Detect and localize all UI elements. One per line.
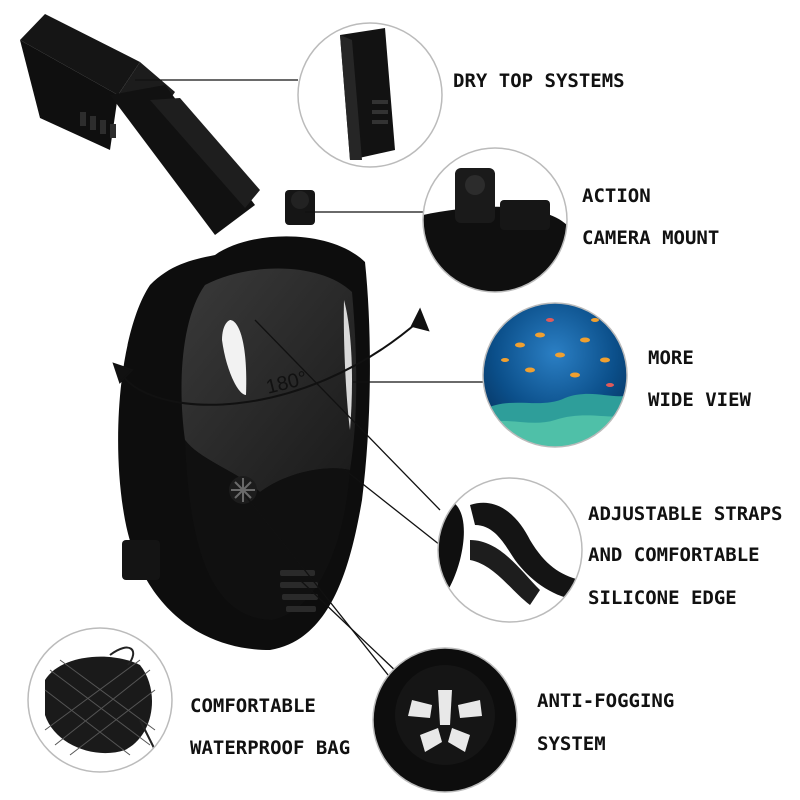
- anti-fog-callout-image: [372, 647, 518, 793]
- dry-top-label: DRY TOP SYSTEMS: [453, 70, 625, 92]
- view-angle-arc: [112, 307, 430, 406]
- straps-label-line2: AND COMFORTABLE: [588, 544, 760, 566]
- snorkel-tube: [20, 14, 260, 235]
- camera-mount-label-line1: ACTION: [582, 185, 651, 207]
- straps-label-line3: SILICONE EDGE: [588, 587, 737, 609]
- camera-mount-callout-image: [422, 147, 568, 293]
- anti-fog-label-line1: ANTI-FOGGING: [537, 690, 675, 712]
- wide-view-label-line2: WIDE VIEW: [648, 389, 751, 411]
- dry-top-callout-image: [297, 22, 443, 168]
- camera-mount-label-line2: CAMERA MOUNT: [582, 227, 720, 249]
- bag-label-line1: COMFORTABLE: [190, 695, 316, 717]
- wide-view-callout-image: [482, 302, 628, 448]
- callout-lines: [135, 79, 484, 691]
- mask-body: [118, 236, 370, 650]
- bag-label-line2: WATERPROOF BAG: [190, 737, 351, 759]
- camera-mount-part: [285, 190, 315, 225]
- wide-view-label-line1: MORE: [648, 347, 694, 369]
- anti-fog-label-line2: SYSTEM: [537, 733, 606, 755]
- straps-callout-image: [437, 477, 583, 623]
- bag-callout-image: [27, 627, 173, 773]
- straps-label-line1: ADJUSTABLE STRAPS: [588, 503, 783, 525]
